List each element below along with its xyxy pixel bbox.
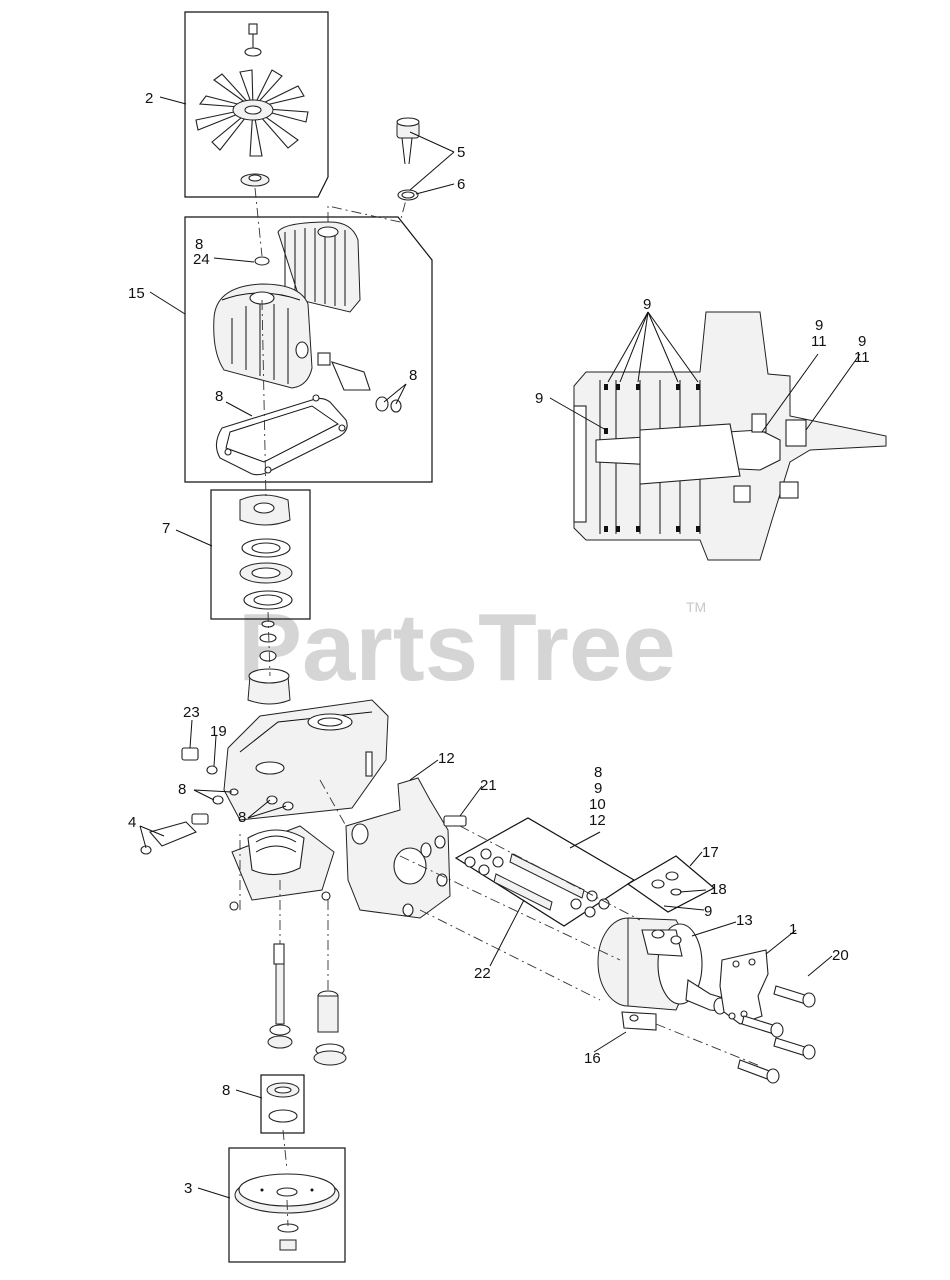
callout-6: 6: [457, 176, 465, 193]
seal-markers: [604, 384, 700, 532]
bolts-icon: [737, 985, 816, 1084]
callout-11-a: 11: [811, 333, 827, 350]
watermark-text: PartsTree: [238, 594, 676, 701]
housing-box: [184, 216, 433, 483]
callout-8-ports: 8: [238, 809, 246, 826]
callout-20: 20: [832, 947, 849, 964]
coupling-icon: [247, 620, 291, 705]
cross-section-view: [573, 311, 887, 561]
filter-icon: [313, 990, 347, 1066]
fan-assembly: [184, 11, 329, 198]
fitting-kit: [626, 855, 716, 913]
fan-icon: [195, 23, 309, 187]
bearing-icon: [239, 494, 293, 610]
callout-13: 13: [736, 912, 753, 929]
fan-box: [184, 11, 329, 198]
seal-kit-icon: [464, 848, 610, 918]
callout-23: 23: [183, 704, 200, 721]
callout-labels: 2 5 6 8 24 15 8 8 7 9 9 9 11 9 11 23 19 …: [128, 90, 870, 1197]
housing-assembly: [184, 216, 433, 483]
callout-8-lower: 8: [222, 1082, 230, 1099]
callout-9-kit: 9: [594, 780, 602, 797]
callout-8-block: 8: [178, 781, 186, 798]
callout-9-right-b: 9: [858, 333, 866, 350]
callout-16: 16: [584, 1050, 601, 1067]
callout-12-kit: 12: [589, 812, 606, 829]
callout-5: 5: [457, 144, 465, 161]
callout-21: 21: [480, 777, 497, 794]
callout-19: 19: [210, 723, 227, 740]
motor-housing-icon: [345, 777, 467, 919]
callout-10: 10: [589, 796, 606, 813]
callout-8-seal: 8: [409, 367, 417, 384]
watermark-tm: TM: [686, 599, 706, 615]
callout-4: 4: [128, 814, 136, 831]
bearing-box: [210, 489, 311, 620]
callout-9-fitting: 9: [704, 903, 712, 920]
pulley-assembly: [228, 1147, 346, 1263]
callout-22: 22: [474, 965, 491, 982]
callout-7: 7: [162, 520, 170, 537]
fitting-kit-box: [626, 855, 716, 913]
bearing-assembly: [210, 489, 311, 620]
assembly-lines: [239, 187, 761, 1227]
callout-17: 17: [702, 844, 719, 861]
fill-cap-icon: [396, 117, 420, 201]
callout-8-upper: 8: [195, 236, 203, 253]
callout-24: 24: [193, 251, 210, 268]
callout-9-left: 9: [535, 390, 543, 407]
callout-8-kit: 8: [594, 764, 602, 781]
center-block-icon: [140, 699, 389, 911]
wheel-motor-icon: [597, 917, 731, 1031]
lower-bearing-box: [260, 1074, 305, 1134]
callout-2: 2: [145, 90, 153, 107]
bracket-icon: [719, 949, 769, 1025]
pump-shaft-icon: [267, 943, 293, 1049]
seal-kit: [454, 817, 636, 927]
callout-12-housing: 12: [438, 750, 455, 767]
watermark: PartsTree TM: [238, 594, 706, 701]
callout-3: 3: [184, 1180, 192, 1197]
lower-bearing-assembly: [260, 1074, 305, 1134]
callout-1: 1: [789, 921, 797, 938]
leader-lines: [139, 96, 861, 1199]
callout-15: 15: [128, 285, 145, 302]
pulley-icon: [234, 1173, 340, 1251]
callout-9-top: 9: [643, 296, 651, 313]
callout-18: 18: [710, 881, 727, 898]
pulley-box: [228, 1147, 346, 1263]
callout-9-right-a: 9: [815, 317, 823, 334]
callout-8-gasket: 8: [215, 388, 223, 405]
housing-icon: [213, 221, 402, 476]
callout-11-b: 11: [854, 349, 870, 366]
